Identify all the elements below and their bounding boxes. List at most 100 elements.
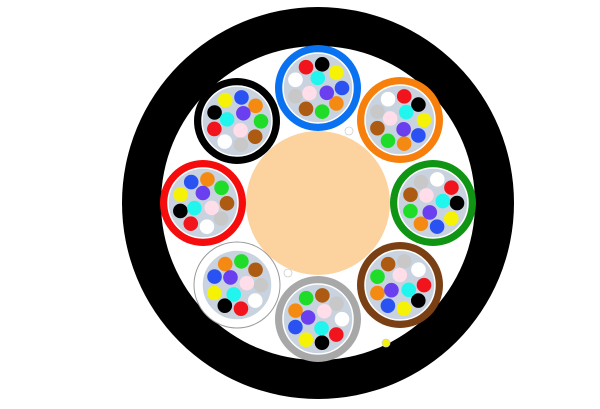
buffer-tube-blue (275, 45, 361, 131)
fiber-brown (248, 262, 263, 278)
fiber-aqua (401, 282, 417, 298)
fiber-red (444, 180, 459, 195)
fiber-orange (413, 216, 429, 232)
fiber-white (429, 172, 445, 187)
fiber-violet (422, 205, 438, 220)
fiber-black (411, 97, 426, 112)
fiber-slate (253, 277, 269, 293)
fiber-black (411, 293, 426, 308)
fiber-aqua (435, 193, 451, 209)
fiber-violet (319, 85, 335, 101)
fiber-black (173, 203, 188, 219)
buffer-tube-orange (357, 77, 443, 163)
buffer-tube-brown (357, 242, 443, 328)
fiber-black (449, 195, 465, 211)
fiber-yellow (444, 211, 459, 226)
fiber-slate (213, 211, 229, 226)
fiber-orange (200, 172, 215, 187)
fiber-rose (239, 275, 255, 291)
fiber-red (298, 59, 314, 75)
fiber-rose (392, 267, 408, 283)
fiber-yellow (217, 92, 233, 108)
fiber-brown (247, 129, 263, 144)
fiber-orange (288, 303, 303, 318)
fiber-aqua (310, 70, 326, 86)
fiber-yellow (396, 301, 412, 316)
fiber-green (370, 269, 385, 284)
fiber-brown (380, 256, 396, 272)
central-strength-member (246, 131, 390, 275)
filler-dot (344, 126, 354, 136)
fiber-white (380, 91, 396, 107)
fiber-yellow (298, 332, 314, 347)
fiber-yellow (329, 65, 344, 80)
fiber-green (314, 104, 330, 119)
buffer-tube-red (160, 160, 246, 246)
fiber-aqua (187, 200, 202, 216)
fiber-white (247, 293, 263, 308)
fiber-aqua (219, 112, 235, 127)
fiber-violet (195, 185, 211, 201)
fiber-slate (413, 174, 429, 190)
fiber-green (403, 203, 418, 219)
fiber-rose (302, 85, 317, 101)
buffer-tubes (160, 45, 476, 362)
fiber-rose (382, 111, 398, 126)
fiber-brown (219, 195, 235, 211)
fiber-blue (288, 319, 303, 335)
fiber-red (328, 327, 344, 342)
fiber-white (199, 219, 215, 234)
fiber-rose (204, 200, 220, 216)
filler-dot (381, 338, 391, 348)
buffer-tube-black (194, 78, 280, 164)
fiber-violet (396, 122, 411, 137)
fiber-white (411, 262, 426, 277)
fiber-green (214, 180, 229, 196)
fiber-black (314, 335, 330, 350)
fiber-yellow (416, 112, 432, 128)
fiber-blue (429, 219, 445, 234)
fiber-yellow (173, 187, 188, 202)
fiber-green (298, 290, 314, 306)
fiber-aqua (226, 287, 242, 302)
fiber-violet (236, 105, 251, 121)
fiber-orange (396, 136, 412, 151)
fiber-slate (288, 88, 303, 104)
fiber-white (334, 311, 350, 327)
fiber-black (207, 105, 222, 120)
fiber-orange (329, 96, 344, 111)
fiber-orange (370, 285, 385, 301)
fiber-green (253, 114, 269, 129)
fiber-red (183, 216, 199, 231)
fiber-aqua (398, 104, 414, 120)
fiber-yellow (207, 285, 222, 301)
fiber-brown (298, 101, 314, 117)
fiber-violet (223, 270, 238, 285)
fiber-brown (315, 288, 330, 303)
fiber-aqua (314, 321, 329, 336)
fiber-red (207, 121, 222, 137)
buffer-tube-white (193, 241, 281, 329)
fiber-violet (300, 310, 316, 325)
buffer-tube-green (390, 160, 476, 246)
fiber-red (416, 277, 432, 293)
filler-dot (283, 268, 293, 278)
fiber-green (234, 254, 249, 269)
fiber-rose (233, 123, 248, 138)
fiber-blue (234, 90, 249, 105)
fiber-rose (317, 303, 332, 319)
fiber-green (380, 133, 396, 149)
fiber-black (217, 298, 233, 313)
fiber-blue (380, 298, 396, 314)
fiber-violet (384, 282, 399, 298)
fiber-white (288, 72, 303, 88)
fiber-slate (397, 254, 412, 269)
fiber-rose (419, 188, 434, 203)
fiber-red (233, 301, 249, 316)
fiber-slate (233, 137, 249, 152)
fiber-blue (334, 80, 350, 96)
fiber-slate (329, 296, 344, 312)
fiber-orange (217, 256, 233, 272)
fiber-blue (207, 269, 222, 284)
